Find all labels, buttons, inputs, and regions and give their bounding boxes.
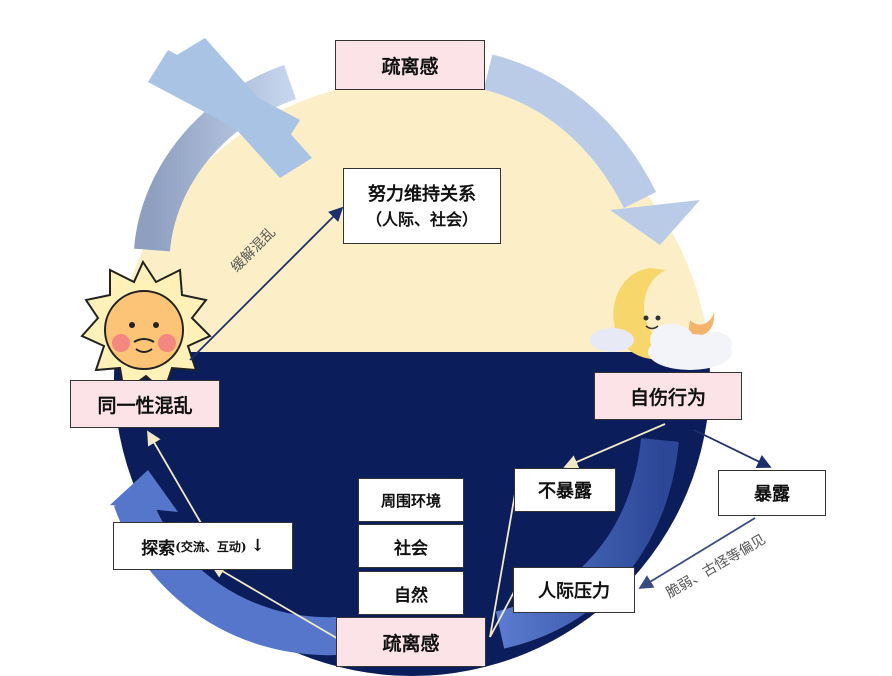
environment-label: 周围环境 bbox=[380, 491, 441, 510]
not-exposed-box: 不暴露 bbox=[514, 468, 616, 512]
edge-exposed-to-pressure bbox=[638, 517, 756, 589]
top-cycle-arc-right bbox=[483, 54, 657, 209]
edge-notexposed-to-alienation bbox=[489, 487, 517, 638]
sun-face-icon bbox=[80, 259, 212, 394]
edge-pressure-to-alienation bbox=[489, 589, 516, 638]
top-alienation-label: 疏离感 bbox=[381, 55, 439, 78]
not-exposed-label: 不暴露 bbox=[538, 481, 592, 502]
edge-selfharm-to-notexposed bbox=[563, 423, 666, 469]
edge-identity-to-maintain bbox=[189, 206, 344, 361]
bottom-cycle-arrowhead bbox=[110, 470, 178, 512]
bottom-alienation-box: 疏离感 bbox=[336, 617, 486, 667]
exposed-label: 暴露 bbox=[754, 484, 790, 505]
bottom-cycle-arc-right bbox=[495, 437, 679, 649]
society-box: 社会 bbox=[358, 524, 464, 568]
explore-label: 探索 bbox=[141, 538, 176, 559]
cross-x-icon bbox=[148, 38, 312, 178]
maintain-relationship-box: 努力维持关系 （人际、社会） bbox=[343, 168, 501, 244]
identity-confusion-box: 同一性混乱 bbox=[70, 380, 220, 428]
interpersonal-pressure-label: 人际压力 bbox=[538, 581, 610, 602]
nature-box: 自然 bbox=[358, 571, 464, 615]
nature-label: 自然 bbox=[394, 585, 428, 606]
explore-box: 探索 (交流、互动) ↓ bbox=[113, 522, 293, 570]
moon-cloud-icon bbox=[590, 268, 732, 370]
identity-confusion-label: 同一性混乱 bbox=[97, 394, 193, 417]
self-harm-box: 自伤行为 bbox=[594, 372, 742, 420]
top-cycle-arrowhead bbox=[610, 200, 700, 245]
edge-explore-to-identity bbox=[147, 430, 206, 531]
environment-box: 周围环境 bbox=[358, 478, 464, 522]
self-harm-label: 自伤行为 bbox=[629, 386, 706, 409]
edge-alienation-to-explore bbox=[210, 564, 341, 641]
edge-selfharm-to-exposed bbox=[693, 429, 772, 468]
top-cycle-arc-left bbox=[134, 64, 297, 252]
bottom-alienation-label: 疏离感 bbox=[382, 632, 440, 655]
maintain-relationship-subtitle: （人际、社会） bbox=[365, 209, 478, 229]
society-label: 社会 bbox=[394, 538, 428, 559]
maintain-relationship-title: 努力维持关系 bbox=[368, 183, 476, 205]
explore-paren-label: (交流、互动) bbox=[175, 539, 247, 554]
down-arrow-icon: ↓ bbox=[250, 536, 265, 556]
interpersonal-pressure-box: 人际压力 bbox=[513, 567, 635, 613]
exposed-box: 暴露 bbox=[718, 470, 826, 516]
top-alienation-box: 疏离感 bbox=[335, 40, 485, 90]
